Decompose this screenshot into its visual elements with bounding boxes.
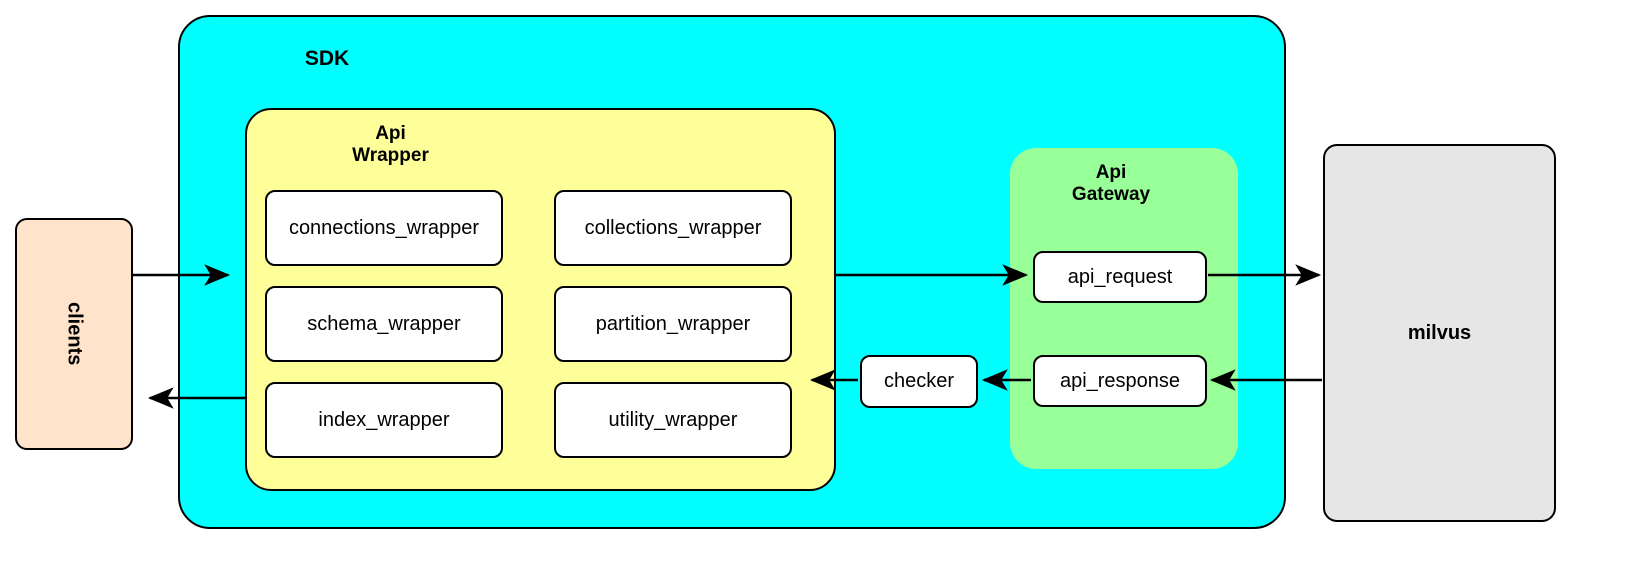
module-label: schema_wrapper bbox=[307, 312, 461, 335]
milvus-label: milvus bbox=[1407, 321, 1472, 344]
clients-label: clients bbox=[63, 302, 86, 366]
module-collections-wrapper[interactable]: collections_wrapper bbox=[554, 190, 792, 266]
module-index-wrapper[interactable]: index_wrapper bbox=[265, 382, 503, 458]
module-label: collections_wrapper bbox=[584, 216, 762, 239]
module-label: connections_wrapper bbox=[288, 216, 480, 239]
sdk-label: SDK bbox=[304, 47, 350, 70]
module-schema-wrapper[interactable]: schema_wrapper bbox=[265, 286, 503, 362]
module-api-request[interactable]: api_request bbox=[1033, 251, 1207, 303]
module-label: api_request bbox=[1067, 265, 1173, 288]
module-label: partition_wrapper bbox=[595, 312, 751, 335]
clients-node[interactable]: clients bbox=[15, 218, 133, 450]
checker-label: checker bbox=[883, 370, 955, 392]
module-label: api_response bbox=[1059, 369, 1181, 392]
milvus-node[interactable]: milvus bbox=[1323, 144, 1556, 522]
checker-node[interactable]: checker bbox=[860, 355, 978, 408]
module-label: utility_wrapper bbox=[608, 408, 738, 431]
module-utility-wrapper[interactable]: utility_wrapper bbox=[554, 382, 792, 458]
api-wrapper-label: Api Wrapper bbox=[352, 123, 429, 166]
api-gateway-container[interactable]: Api Gateway bbox=[1010, 148, 1238, 469]
module-partition-wrapper[interactable]: partition_wrapper bbox=[554, 286, 792, 362]
module-api-response[interactable]: api_response bbox=[1033, 355, 1207, 407]
module-label: index_wrapper bbox=[318, 408, 450, 431]
api-gateway-label: Api Gateway bbox=[1071, 162, 1151, 205]
module-connections-wrapper[interactable]: connections_wrapper bbox=[265, 190, 503, 266]
